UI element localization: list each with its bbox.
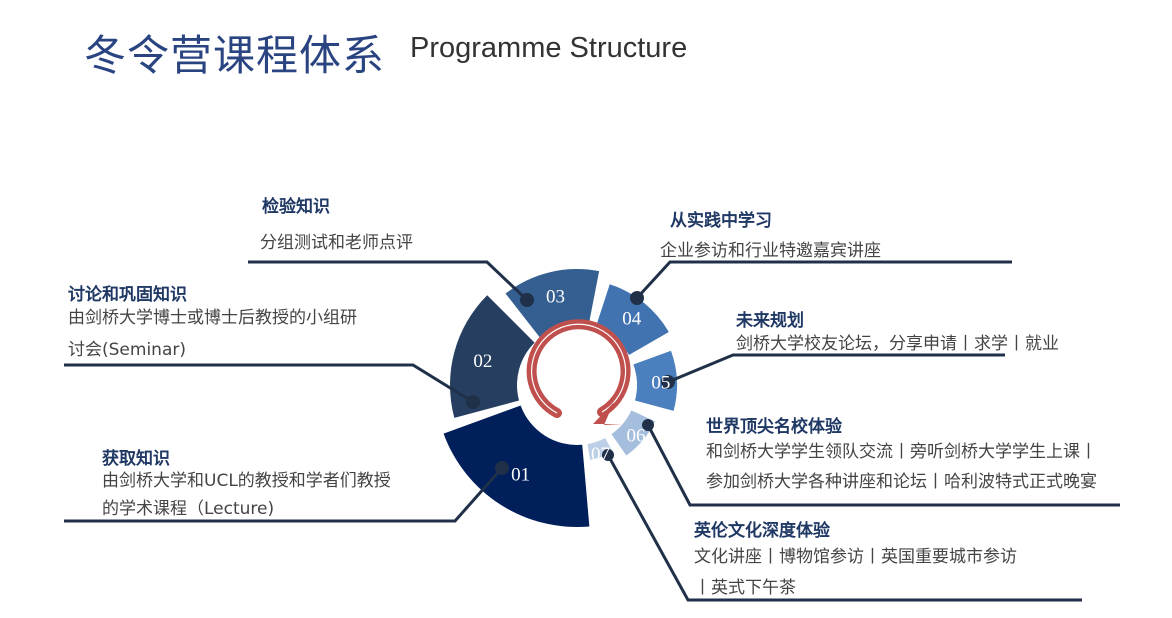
marker-dot bbox=[642, 419, 654, 431]
heading-01: 获取知识 bbox=[102, 449, 170, 469]
desc-02-line1: 由剑桥大学博士或博士后教授的小组研 bbox=[68, 308, 357, 328]
desc-02-line2: 讨会(Seminar) bbox=[68, 340, 186, 360]
segment-number-06: 06 bbox=[626, 425, 645, 446]
desc-01-line2: 的学术课程（Lecture) bbox=[102, 499, 275, 519]
page-title: 冬令营课程体系 bbox=[84, 31, 386, 80]
marker-dot bbox=[520, 293, 534, 307]
heading-05: 未来规划 bbox=[736, 311, 804, 331]
segment-number-01: 01 bbox=[511, 465, 530, 486]
desc-04-line1: 企业参访和行业特邀嘉宾讲座 bbox=[660, 241, 881, 261]
segment-02 bbox=[450, 295, 535, 418]
desc-07-line1: 文化讲座丨博物馆参访丨英国重要城市参访 bbox=[694, 547, 1017, 567]
heading-02: 讨论和巩固知识 bbox=[68, 285, 187, 305]
desc-07-line2: 丨英式下午茶 bbox=[694, 578, 796, 598]
desc-03-line1: 分组测试和老师点评 bbox=[260, 233, 413, 253]
marker-dot bbox=[630, 291, 644, 305]
marker-dot bbox=[466, 395, 480, 409]
heading-04: 从实践中学习 bbox=[670, 211, 772, 231]
desc-01-line1: 由剑桥大学和UCL的教授和学者们教授 bbox=[102, 471, 391, 491]
marker-dot bbox=[495, 461, 509, 475]
heading-03: 检验知识 bbox=[262, 197, 330, 217]
connector-lines bbox=[64, 260, 1120, 602]
segment-05 bbox=[633, 350, 677, 411]
marker-dot bbox=[602, 449, 614, 461]
cycle-arrow-icon bbox=[526, 319, 631, 425]
segment-number-07: 07 bbox=[591, 444, 610, 465]
desc-05-line1: 剑桥大学校友论坛，分享申请丨求学丨就业 bbox=[736, 334, 1059, 354]
page-subtitle: Programme Structure bbox=[410, 32, 688, 64]
segment-number-05: 05 bbox=[651, 372, 670, 393]
heading-07: 英伦文化深度体验 bbox=[694, 521, 830, 541]
marker-dot bbox=[661, 375, 675, 389]
segment-number-04: 04 bbox=[622, 308, 642, 329]
heading-06: 世界顶尖名校体验 bbox=[706, 417, 842, 437]
segment-number-03: 03 bbox=[546, 287, 565, 308]
segment-01 bbox=[443, 405, 590, 527]
desc-06-line1: 和剑桥大学学生领队交流丨旁听剑桥大学学生上课丨 bbox=[706, 442, 1097, 462]
segment-number-02: 02 bbox=[473, 351, 492, 372]
desc-06-line2: 参加剑桥大学各种讲座和论坛丨哈利波特式正式晚宴 bbox=[706, 472, 1097, 492]
